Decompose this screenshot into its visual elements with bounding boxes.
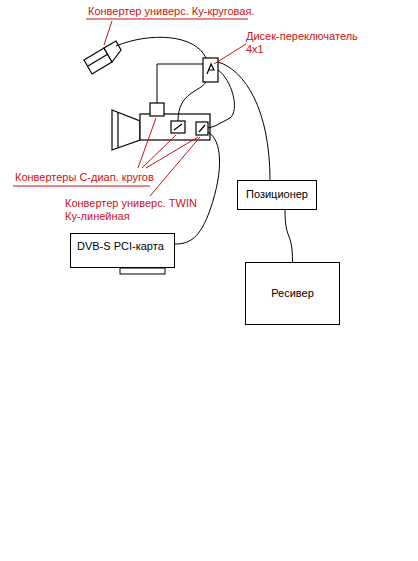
- box-label: Позиционер: [246, 188, 308, 201]
- device-box: Позиционер: [237, 180, 317, 210]
- callout-label: Конвертер универс. Ку-круговая.: [88, 5, 288, 18]
- leader-line: [13, 19, 248, 196]
- device-box: DVB-S PCI-карта: [70, 233, 175, 268]
- callout-label: Конвертер универс. TWIN Ку-линейная: [65, 197, 215, 223]
- cable-connector: [285, 210, 293, 262]
- device-box: Ресивер: [245, 262, 340, 325]
- cable: [116, 37, 270, 244]
- callout-label: Конвертеры С-диап. кругов: [15, 171, 185, 184]
- diseqc-switch: [203, 58, 218, 82]
- ku-converter-icon: [84, 41, 121, 74]
- box-label: Ресивер: [271, 287, 314, 300]
- box-label: DVB-S PCI-карта: [77, 240, 164, 253]
- callout-label: Дисек-переключатель 4x1: [246, 30, 371, 56]
- pci-connector: [120, 268, 165, 274]
